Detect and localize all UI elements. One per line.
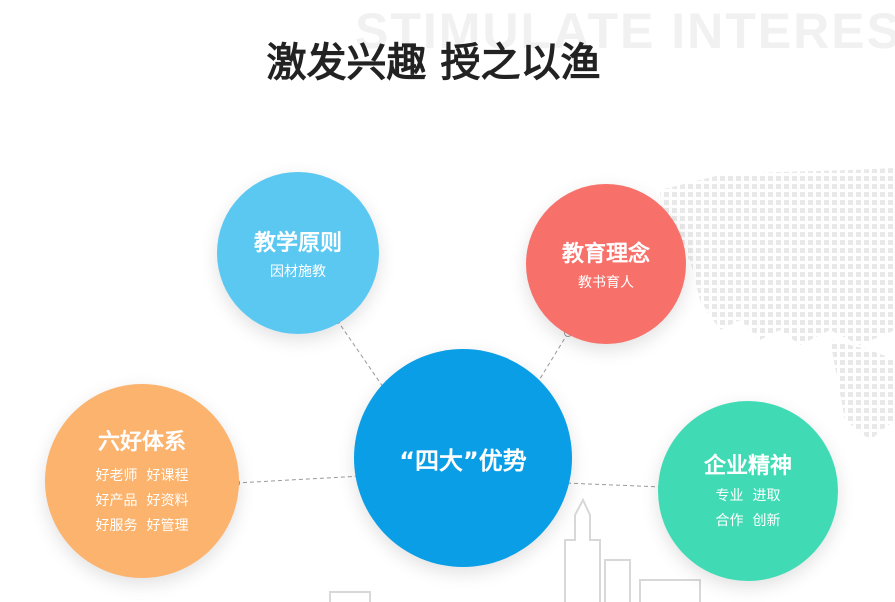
enterprise-spirit-circle: 企业精神 专业 进取 合作 创新	[658, 401, 838, 581]
four-advantages-center-circle: “四大”优势	[354, 349, 572, 567]
education-philosophy-circle: 教育理念 教书育人	[526, 184, 686, 344]
teaching-principle-title: 教学原则	[253, 231, 342, 256]
background-watermark-text: STIMULATE INTEREST	[355, 3, 895, 59]
enterprise-spirit-line: 专业 进取	[715, 488, 781, 504]
city-skyline	[329, 497, 701, 602]
enterprise-spirit-title: 企业精神	[703, 454, 792, 479]
six-good-line: 好服务 好管理	[95, 517, 189, 534]
six-good-system-circle: 六好体系 好老师 好课程 好产品 好资料 好服务 好管理	[45, 384, 239, 578]
teaching-principle-subtitle: 因材施教	[270, 264, 326, 280]
six-good-line: 好产品 好资料	[95, 492, 189, 509]
six-good-system-title: 六好体系	[97, 429, 186, 455]
teaching-principle-circle: 教学原则 因材施教	[217, 172, 379, 334]
page-title: 激发兴趣 授之以渔	[266, 40, 601, 86]
enterprise-spirit-line: 合作 创新	[715, 513, 781, 529]
world-map-dots	[660, 168, 895, 440]
education-philosophy-title: 教育理念	[561, 242, 650, 267]
six-good-line: 好老师 好课程	[95, 467, 189, 484]
education-philosophy-subtitle: 教书育人	[578, 275, 634, 291]
four-advantages-label: “四大”优势	[399, 446, 527, 475]
